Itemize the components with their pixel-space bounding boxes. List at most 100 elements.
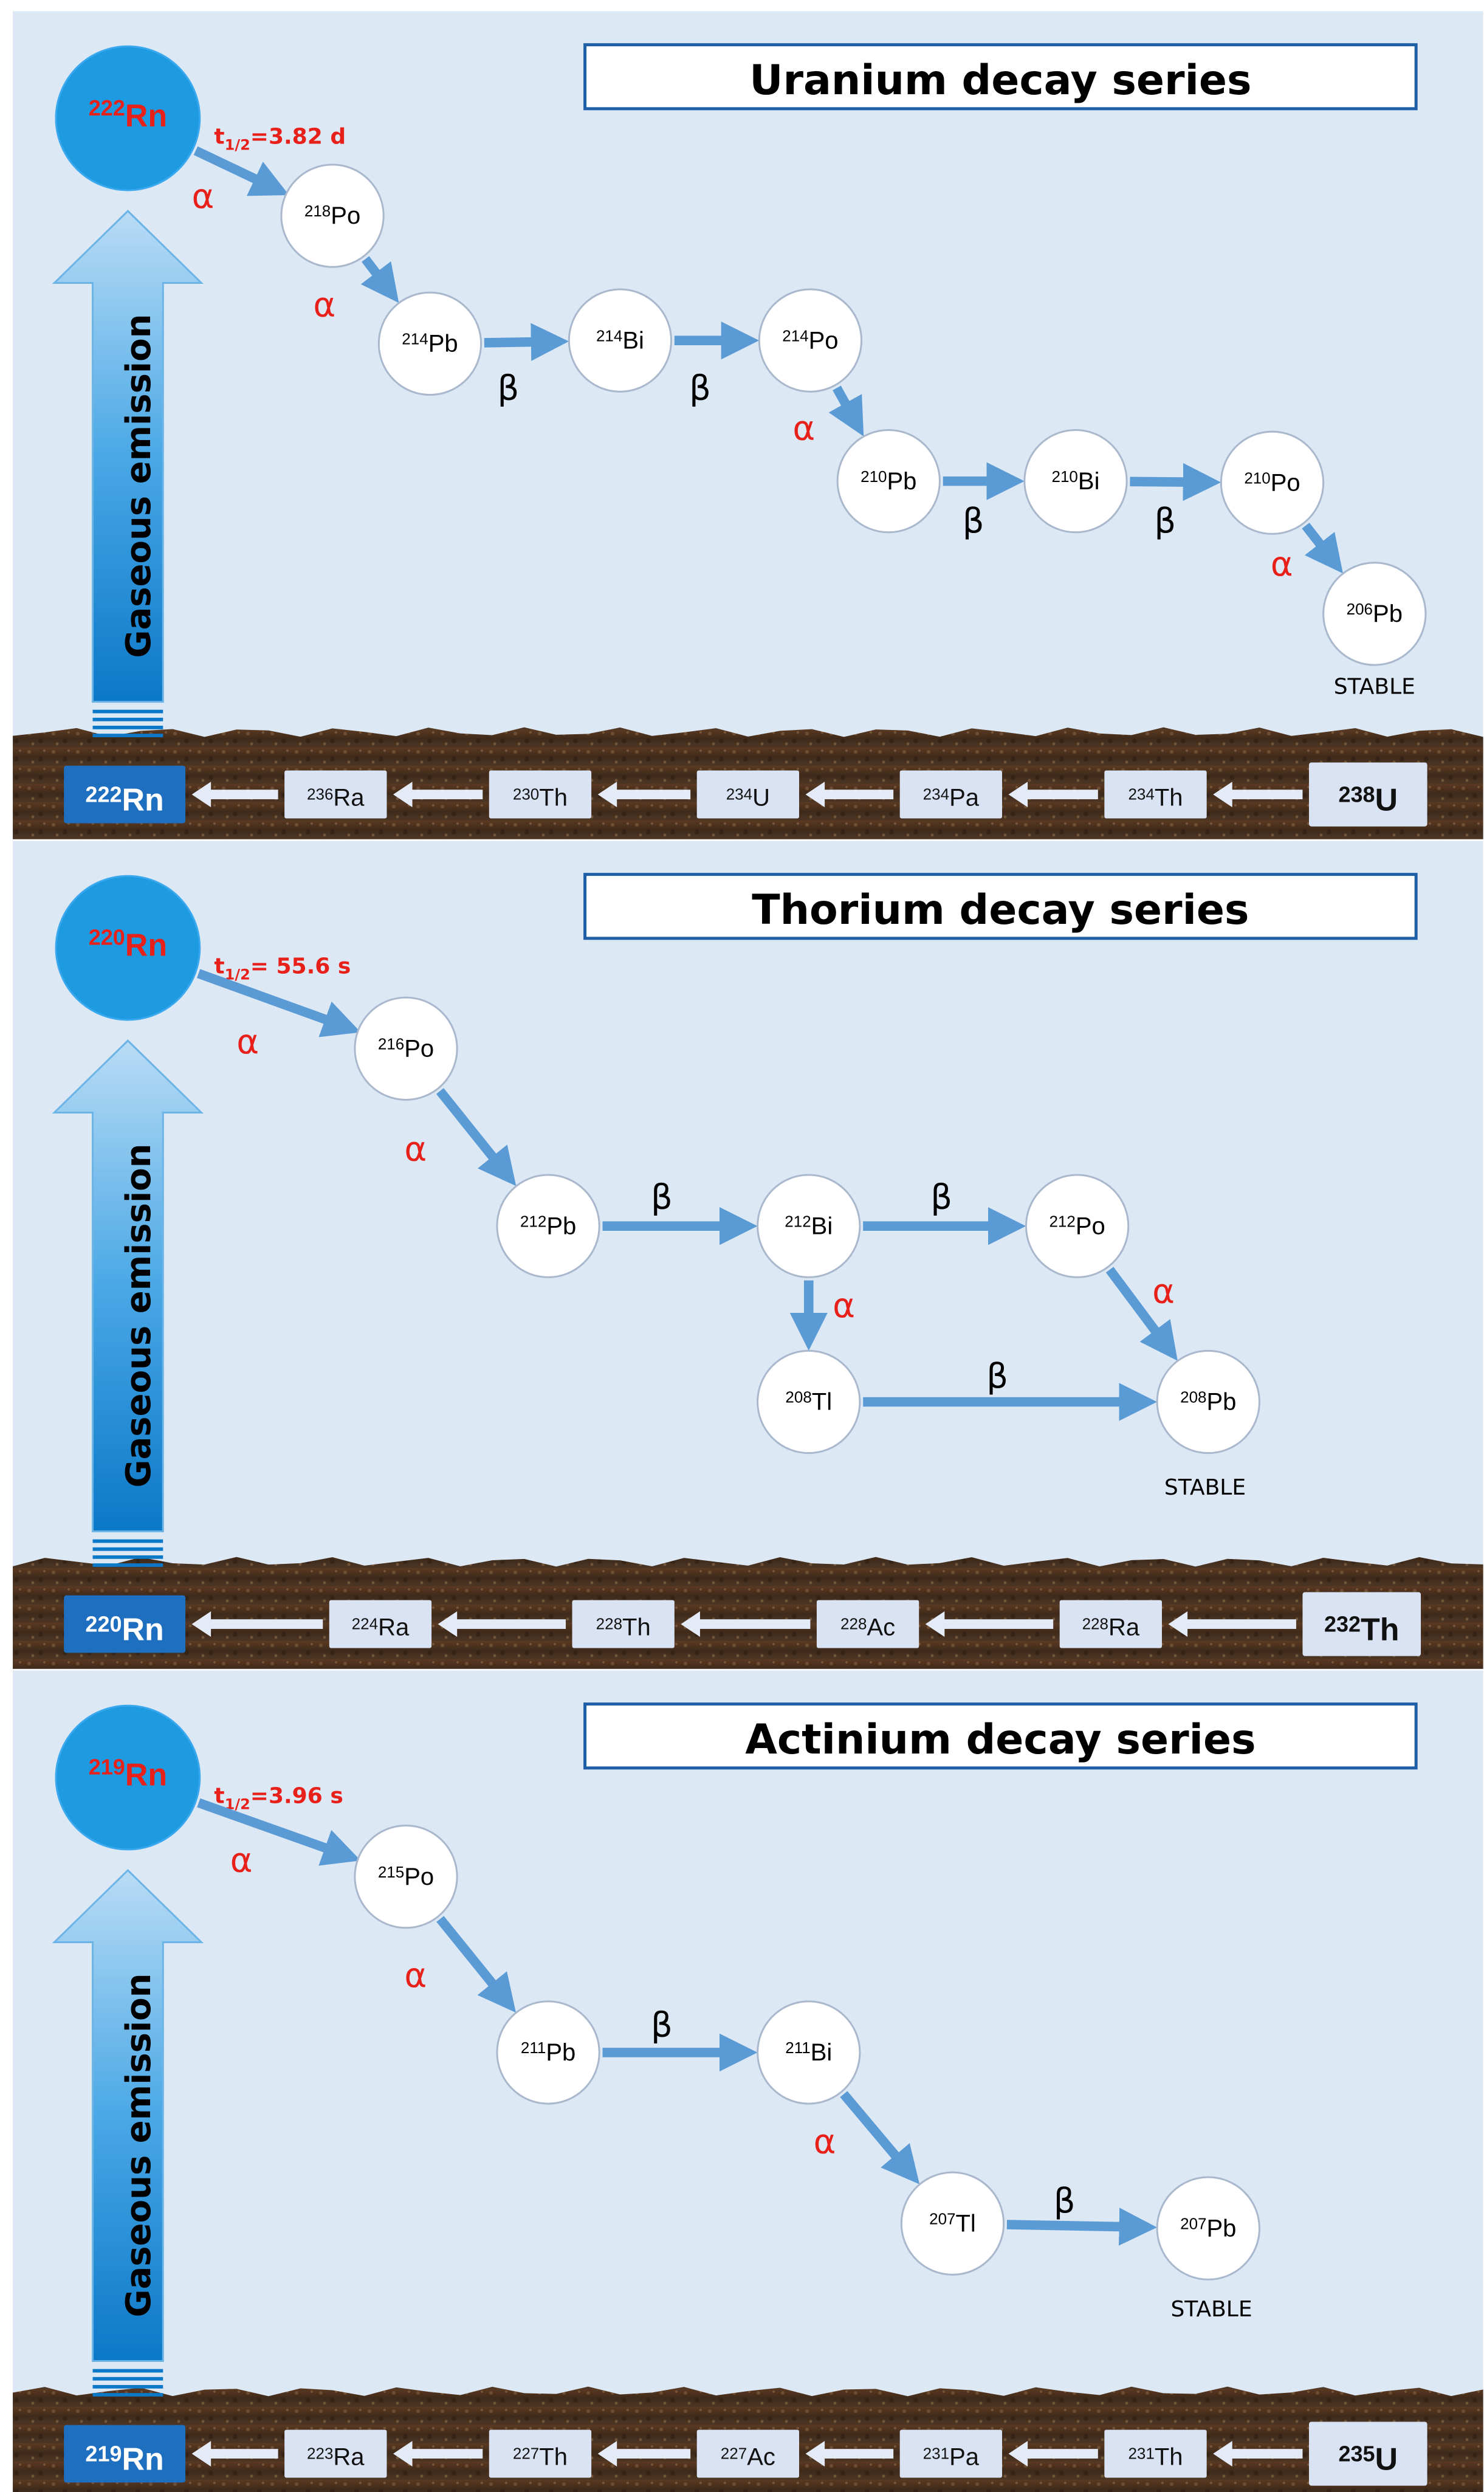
- nuclide-node: 212Bi: [757, 1174, 861, 1278]
- ground-nuclide-box: 234U: [696, 770, 799, 819]
- ground-arrow: [438, 1611, 566, 1637]
- nuclide-label: 215Po: [378, 1863, 434, 1890]
- nuclide-circle: [1156, 2176, 1260, 2280]
- radon-circle-shape: [55, 1704, 201, 1851]
- beta-decay-label: β: [497, 369, 519, 408]
- beta-decay-label: β: [1154, 501, 1176, 541]
- nuclide-label: 216Po: [378, 1034, 434, 1062]
- gaseous-emission-label: Gaseous emission: [119, 1144, 159, 1488]
- ground-arrow-shaft: [1024, 2449, 1098, 2459]
- ground-nuclide-rect: [1104, 770, 1207, 819]
- ground-nuclide-label: 228Ac: [840, 1614, 895, 1640]
- ground-arrow-head: [805, 2441, 825, 2467]
- alpha-decay-label: α: [313, 286, 335, 325]
- ground-nuclide-label: 223Ra: [307, 2443, 365, 2470]
- ground-parent-label: 238U: [1338, 782, 1398, 817]
- nuclide-circle: [757, 1349, 861, 1454]
- nuclide-circle: [1025, 1174, 1130, 1278]
- ground-arrow: [597, 782, 691, 808]
- panel-title: Actinium decay series: [745, 1716, 1256, 1764]
- gas-arrow-stripe: [92, 2384, 163, 2389]
- ground-arrow: [925, 1611, 1054, 1637]
- decay-arrow: [360, 256, 399, 303]
- ground-arrow-shaft: [207, 1619, 323, 1629]
- ground-nuclide-box: 234Th: [1104, 770, 1207, 819]
- nuclide-circle: [1156, 1349, 1260, 1454]
- ground-arrow-shaft: [696, 1619, 811, 1629]
- beta-decay-label: β: [689, 369, 711, 408]
- ground-parent-box: 238U: [1308, 762, 1427, 827]
- ground-nuclide-rect: [1059, 1600, 1163, 1648]
- ground-arrow-head: [393, 782, 413, 808]
- nuclide-circle: [757, 1174, 861, 1278]
- alpha-decay-label: α: [814, 2122, 836, 2162]
- decay-arrow: [484, 323, 569, 361]
- nuclide-node: 218Po: [280, 163, 385, 268]
- nuclide-circle: [900, 2171, 1005, 2276]
- ground-arrow-head: [805, 782, 825, 808]
- ground-arrow: [597, 2441, 691, 2467]
- nuclide-label: 211Pb: [521, 2039, 575, 2066]
- ground-radon-box: 220Rn: [64, 1595, 186, 1653]
- decay-arrow: [1006, 2208, 1157, 2246]
- ground-nuclide-label: 234Pa: [923, 785, 980, 811]
- title-frame: [583, 43, 1418, 111]
- ground-nuclide-label: 231Th: [1128, 2443, 1183, 2470]
- panel-background: [13, 1670, 1483, 2492]
- nuclide-label: 210Po: [1244, 469, 1300, 496]
- ground-nuclide-label: 224Ra: [352, 1614, 410, 1640]
- beta-decay-label: β: [1054, 2181, 1076, 2221]
- nuclide-circle: [280, 163, 385, 268]
- decay-arrow: [1302, 522, 1343, 574]
- nuclide-node: 214Po: [758, 288, 863, 393]
- gas-arrow-shape: [52, 210, 204, 703]
- ground-nuclide-box: 227Th: [489, 2429, 592, 2478]
- ground-arrow-shaft: [821, 2449, 894, 2459]
- ground-arrow-head: [1213, 2441, 1232, 2467]
- nuclide-circle: [836, 429, 941, 534]
- nuclide-node: 211Pb: [496, 2000, 600, 2105]
- ground-arrow-shaft: [821, 790, 894, 799]
- radon-circle: 220Rn: [55, 875, 201, 1021]
- nuclide-node: 210Pb: [836, 429, 941, 534]
- radon-circle-shape: [55, 875, 201, 1021]
- ground-nuclide-label: 234Th: [1128, 785, 1183, 811]
- ground-arrow-shaft: [1229, 2449, 1303, 2459]
- ground-arrow-head: [925, 1611, 945, 1637]
- ground-nuclide-box: 236Ra: [284, 770, 387, 819]
- ground-nuclide-box: 231Pa: [899, 2429, 1003, 2478]
- nuclide-label: 218Po: [304, 202, 360, 229]
- panel-title-box: Uranium decay series: [583, 43, 1418, 111]
- ground-nuclide-label: 234U: [726, 785, 770, 811]
- ground-arrow-shaft: [613, 2449, 691, 2459]
- ground-nuclide-rect: [899, 2429, 1003, 2478]
- radon-circle: 219Rn: [55, 1704, 201, 1851]
- gas-arrow-stripe: [92, 1547, 163, 1551]
- alpha-decay-label: α: [404, 1956, 427, 1995]
- ground-nuclide-rect: [1104, 2429, 1207, 2478]
- decay-arrow: [1130, 463, 1221, 501]
- ground-nuclide-rect: [284, 770, 387, 819]
- beta-decay-label: β: [963, 501, 984, 541]
- ground-nuclide-label: 227Th: [513, 2443, 568, 2470]
- ground-nuclide-label: 231Pa: [923, 2443, 980, 2470]
- ground-arrow-shaft: [1184, 1619, 1296, 1629]
- gas-arrow-stripe: [92, 1563, 163, 1567]
- ground-nuclide-rect: [489, 770, 592, 819]
- beta-decay-label: β: [651, 1177, 673, 1217]
- ground-arrow: [805, 2441, 894, 2467]
- nuclide-label: 207Tl: [929, 2209, 976, 2237]
- nuclide-node: 210Bi: [1023, 429, 1128, 534]
- gas-arrow-stripe: [92, 717, 163, 721]
- nuclide-node: 212Pb: [496, 1174, 600, 1278]
- ground-nuclide-label: 227Ac: [721, 2443, 775, 2470]
- nuclide-circle: [354, 1824, 458, 1929]
- alpha-decay-label: α: [236, 1022, 259, 1062]
- nuclide-circle: [354, 996, 458, 1101]
- beta-decay-label: β: [651, 2006, 673, 2045]
- nuclide-label: 212Pb: [520, 1212, 576, 1239]
- nuclide-node: 214Pb: [377, 291, 483, 396]
- nuclide-circle: [377, 291, 483, 396]
- radon-circle-shape: [55, 45, 201, 191]
- ground-nuclide-rect: [329, 1600, 432, 1648]
